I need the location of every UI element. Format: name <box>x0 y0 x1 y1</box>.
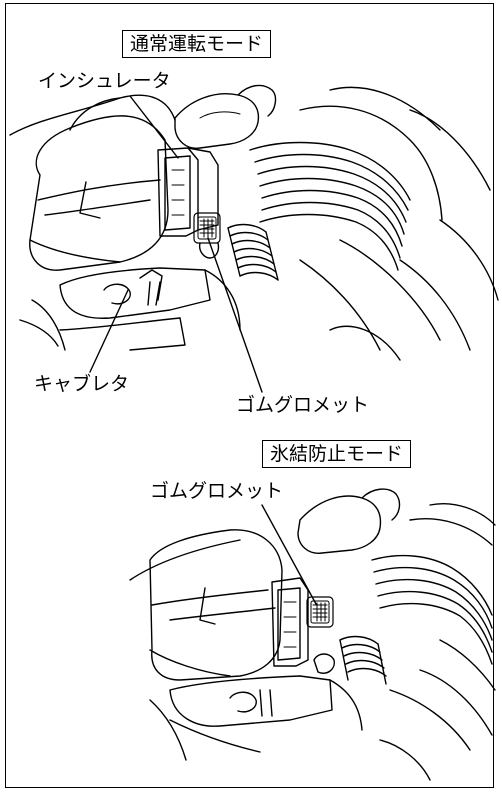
carburetor-label: キャブレタ <box>34 373 130 395</box>
normal-cylinder-fins <box>249 86 491 271</box>
normal-carburetor-body <box>19 267 241 351</box>
anti-icing-rubber-grommet-leader-line <box>261 504 317 605</box>
anti-icing-carburetor-body <box>149 653 363 761</box>
normal-frame-lines <box>299 219 499 361</box>
normal-intake-tank <box>174 84 277 149</box>
normal-air-cleaner-cover <box>9 94 176 271</box>
anti-icing-rubber-grommet-label: ゴムグロメット <box>150 480 284 502</box>
normal-rubber-grommet-shape <box>193 212 221 259</box>
anti-icing-corrugated-hose <box>339 635 387 685</box>
anti-icing-frame-lines <box>379 639 496 781</box>
normal-rubber-grommet-label: ゴムグロメット <box>236 394 370 416</box>
anti-icing-intake-tank <box>297 488 401 554</box>
anti-icing-rubber-grommet-shape <box>306 596 334 628</box>
normal-mode-title: 通常運転モード <box>122 30 272 58</box>
insulator-label: インシュレータ <box>38 70 171 92</box>
normal-corrugated-hose <box>227 223 279 281</box>
rubber-grommet-leader-line <box>207 237 263 393</box>
insulator-leader-line <box>129 95 179 159</box>
anti-icing-cylinder-fins <box>371 503 496 665</box>
anti-icing-insulator-duct <box>271 577 309 667</box>
carburetor-leader-line <box>89 289 129 373</box>
anti-icing-air-cleaner-cover <box>129 529 283 681</box>
anti-icing-mode-title: 氷結防止モード <box>262 440 412 468</box>
